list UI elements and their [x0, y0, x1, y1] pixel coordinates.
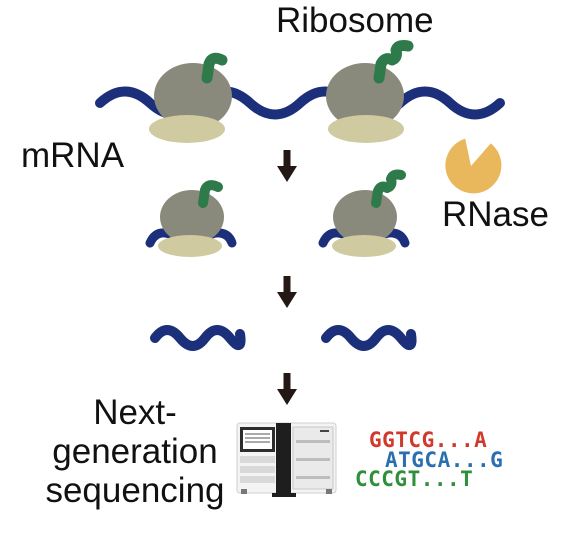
sequence-read-2: ATGCA...G — [385, 448, 504, 472]
arrow-down-2 — [277, 276, 297, 308]
sequencer-machine-icon — [236, 422, 337, 497]
mrna-label: mRNA — [21, 136, 125, 175]
ngs-label-line-2: generation — [52, 432, 218, 471]
ribosome-2 — [326, 40, 414, 143]
arrow-down-1 — [277, 150, 297, 182]
sequence-read-3: CCCGT...T — [355, 467, 474, 491]
footprint-fragment-1 — [150, 325, 246, 351]
arrow-down-3 — [277, 373, 297, 405]
protected-complex-1 — [145, 180, 237, 257]
nascent-peptide-1 — [201, 52, 228, 84]
ngs-label-line-3: sequencing — [45, 471, 225, 510]
ngs-label-line-1: Next- — [93, 393, 177, 432]
protected-complex-2 — [318, 169, 410, 257]
nascent-peptide-2 — [373, 40, 414, 84]
sequence-read-1: GGTCG...A — [369, 428, 488, 452]
ribosome-1 — [149, 52, 232, 143]
footprint-fragment-2 — [321, 325, 417, 351]
rnase-enzyme — [445, 138, 502, 194]
ngs-label: Next- generation sequencing — [40, 393, 230, 510]
ribosome-label: Ribosome — [276, 1, 434, 40]
rnase-label: RNase — [442, 195, 549, 234]
